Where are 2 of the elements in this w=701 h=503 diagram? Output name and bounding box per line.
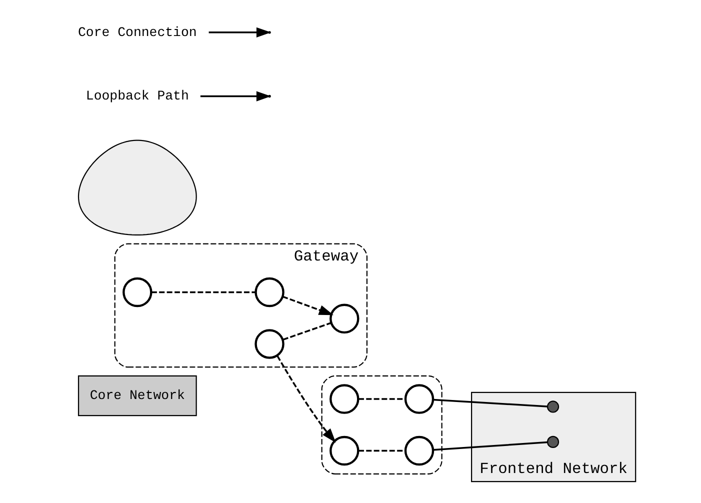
node-text: Loopback Path — [85, 88, 188, 104]
node-text: Core Connection — [77, 24, 196, 40]
